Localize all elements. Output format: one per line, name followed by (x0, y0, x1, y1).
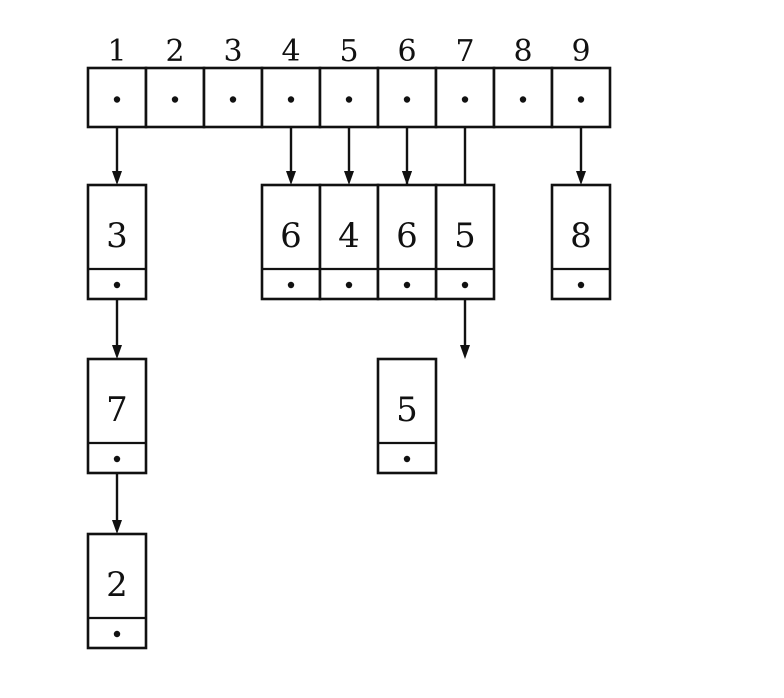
pointer-dot (171, 96, 179, 103)
node-value: 8 (570, 216, 592, 256)
list-node: 6 (260, 183, 322, 301)
next-pointer-dot (287, 281, 295, 289)
next-pointer-dot (577, 281, 585, 289)
node-box (86, 183, 148, 301)
array-arrow-4-head (286, 171, 296, 185)
node-value: 5 (454, 216, 476, 256)
list-node: 5 (434, 183, 496, 301)
node-box (550, 183, 612, 301)
list-node: 4 (318, 183, 380, 301)
index-label-6: 6 (397, 34, 416, 69)
next-pointer-dot (113, 455, 121, 463)
array-arrow-5-head (344, 171, 354, 185)
pointer-dot (403, 96, 411, 103)
node-value: 2 (106, 565, 128, 605)
list-node: 5 (376, 357, 438, 475)
pointer-dot (519, 96, 527, 103)
node-box (376, 357, 438, 475)
pointer-dot (113, 96, 121, 103)
array-arrow-7-head (460, 345, 470, 359)
node-value: 4 (338, 216, 360, 256)
list-node: 8 (550, 183, 612, 301)
array-arrow-9-head (576, 171, 586, 185)
index-label-1: 1 (107, 34, 126, 69)
index-label-8: 8 (513, 34, 532, 69)
next-pointer-dot (461, 281, 469, 289)
index-label-4: 4 (281, 34, 300, 69)
node-value: 3 (106, 216, 128, 256)
node-value: 6 (280, 216, 302, 256)
pointer-dot (577, 96, 585, 103)
node-next-arrow-head (112, 520, 122, 534)
node-box (260, 183, 322, 301)
node-box (86, 357, 148, 475)
node-value: 7 (106, 390, 128, 430)
next-pointer-dot (345, 281, 353, 289)
node-value: 6 (396, 216, 418, 256)
array-arrow-1-head (112, 171, 122, 185)
next-pointer-dot (403, 281, 411, 289)
pointer-arrows (112, 99, 586, 534)
list-node: 7 (86, 357, 148, 475)
index-array: 1 2 3 4 5 6 7 8 9 (86, 34, 612, 129)
index-label-9: 9 (571, 34, 590, 69)
list-node: 6 (376, 183, 438, 301)
node-next-arrow-head (402, 171, 412, 185)
index-label-5: 5 (339, 34, 358, 69)
next-pointer-dot (403, 455, 411, 463)
index-label-3: 3 (223, 34, 242, 69)
pointer-dot (345, 96, 353, 103)
node-next-arrow-head (112, 345, 122, 359)
pointer-dot (461, 96, 469, 103)
pointer-dot (229, 96, 237, 103)
node-value: 5 (396, 390, 418, 430)
next-pointer-dot (113, 630, 121, 638)
list-node: 3 (86, 183, 148, 301)
index-label-7: 7 (455, 34, 474, 69)
next-pointer-dot (113, 281, 121, 289)
index-label-2: 2 (165, 34, 184, 69)
list-node: 2 (86, 532, 148, 650)
pointer-dot (287, 96, 295, 103)
node-box (86, 532, 148, 650)
node-box (376, 183, 438, 301)
